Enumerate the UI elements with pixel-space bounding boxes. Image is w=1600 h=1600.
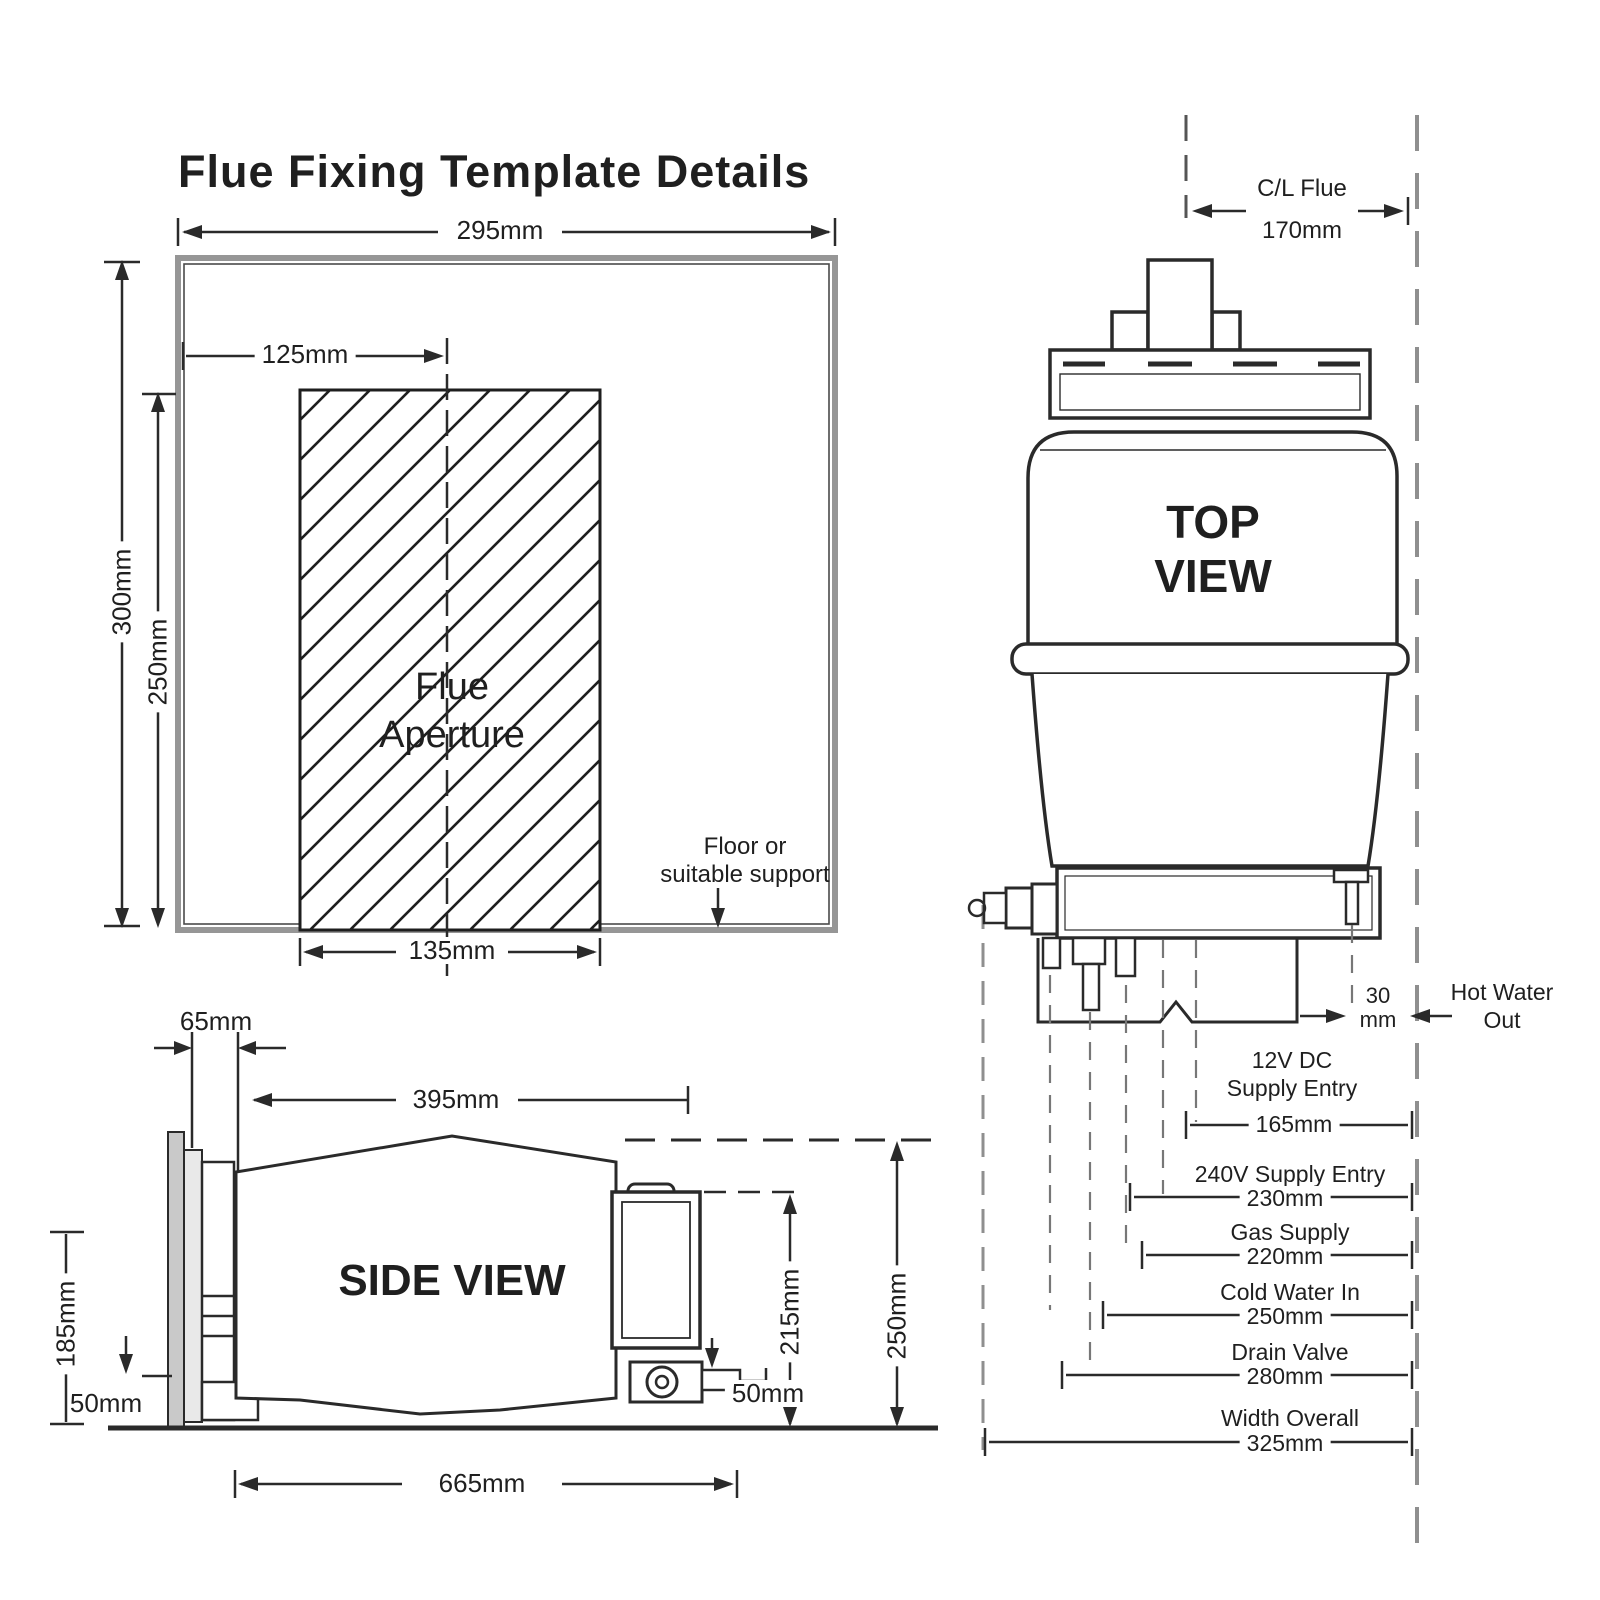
connection-label-cold-water: Cold Water In	[1220, 1279, 1360, 1305]
cl-flue-label: C/L Flue	[1257, 175, 1347, 202]
pipe-height-dim: 50mm	[724, 1379, 812, 1408]
connection-dim-width-overall: 325mm	[1239, 1431, 1331, 1455]
flue-aperture-label-line1: Flue	[415, 666, 489, 708]
top-view-drawing	[967, 115, 1452, 1560]
connection-label-12v-dc: 12V DC	[1251, 1047, 1333, 1073]
connection-label-240v: 240V Supply Entry	[1194, 1161, 1386, 1187]
flue-height-dim: 215mm	[774, 1261, 804, 1363]
left-height-dim: 185mm	[50, 1273, 80, 1375]
hot-water-offset-value: 30	[1365, 983, 1391, 1008]
floor-support-note-line2: suitable support	[660, 861, 830, 888]
template-height-outer-dim: 300mm	[106, 541, 136, 643]
top-view-label-line1: TOP	[1166, 496, 1260, 548]
connection-dim-240v: 230mm	[1239, 1186, 1331, 1210]
template-offset-dim: 125mm	[254, 340, 356, 369]
connection-dim-gas: 220mm	[1239, 1244, 1331, 1268]
aperture-width-dim: 135mm	[401, 936, 503, 965]
connection-dim-cold-water: 250mm	[1239, 1304, 1331, 1328]
template-height-inner-dim: 250mm	[142, 611, 172, 713]
base-height-dim: 50mm	[69, 1388, 143, 1418]
page-title: Flue Fixing Template Details	[178, 146, 811, 197]
side-view-drawing	[50, 1032, 938, 1498]
connection-label-width-overall: Width Overall	[1220, 1405, 1360, 1431]
connection-dim-12v-dc: 165mm	[1248, 1112, 1340, 1136]
top-view-label-line2: VIEW	[1154, 550, 1272, 602]
connection-label-drain-valve: Drain Valve	[1231, 1339, 1349, 1365]
overall-height-dim: 250mm	[881, 1265, 911, 1367]
connection-label-gas: Gas Supply	[1230, 1219, 1350, 1245]
connection-label-12v-dc-line2: Supply Entry	[1226, 1075, 1358, 1101]
floor-support-note-line1: Floor or	[703, 833, 787, 860]
cl-flue-dim: 170mm	[1261, 217, 1343, 244]
side-view-label: SIDE VIEW	[338, 1256, 566, 1305]
hot-water-out-label-line1: Hot Water	[1450, 979, 1554, 1005]
bracket-depth-dim: 65mm	[179, 1006, 253, 1036]
connection-dim-drain-valve: 280mm	[1239, 1364, 1331, 1388]
hot-water-offset-unit: mm	[1359, 1007, 1397, 1032]
overall-length-dim: 665mm	[431, 1469, 533, 1498]
body-width-dim: 395mm	[405, 1085, 507, 1114]
template-drawing	[104, 218, 838, 976]
template-width-dim: 295mm	[449, 216, 551, 245]
hot-water-out-label-line2: Out	[1483, 1007, 1521, 1033]
flue-aperture-label-line2: Aperture	[379, 714, 525, 756]
